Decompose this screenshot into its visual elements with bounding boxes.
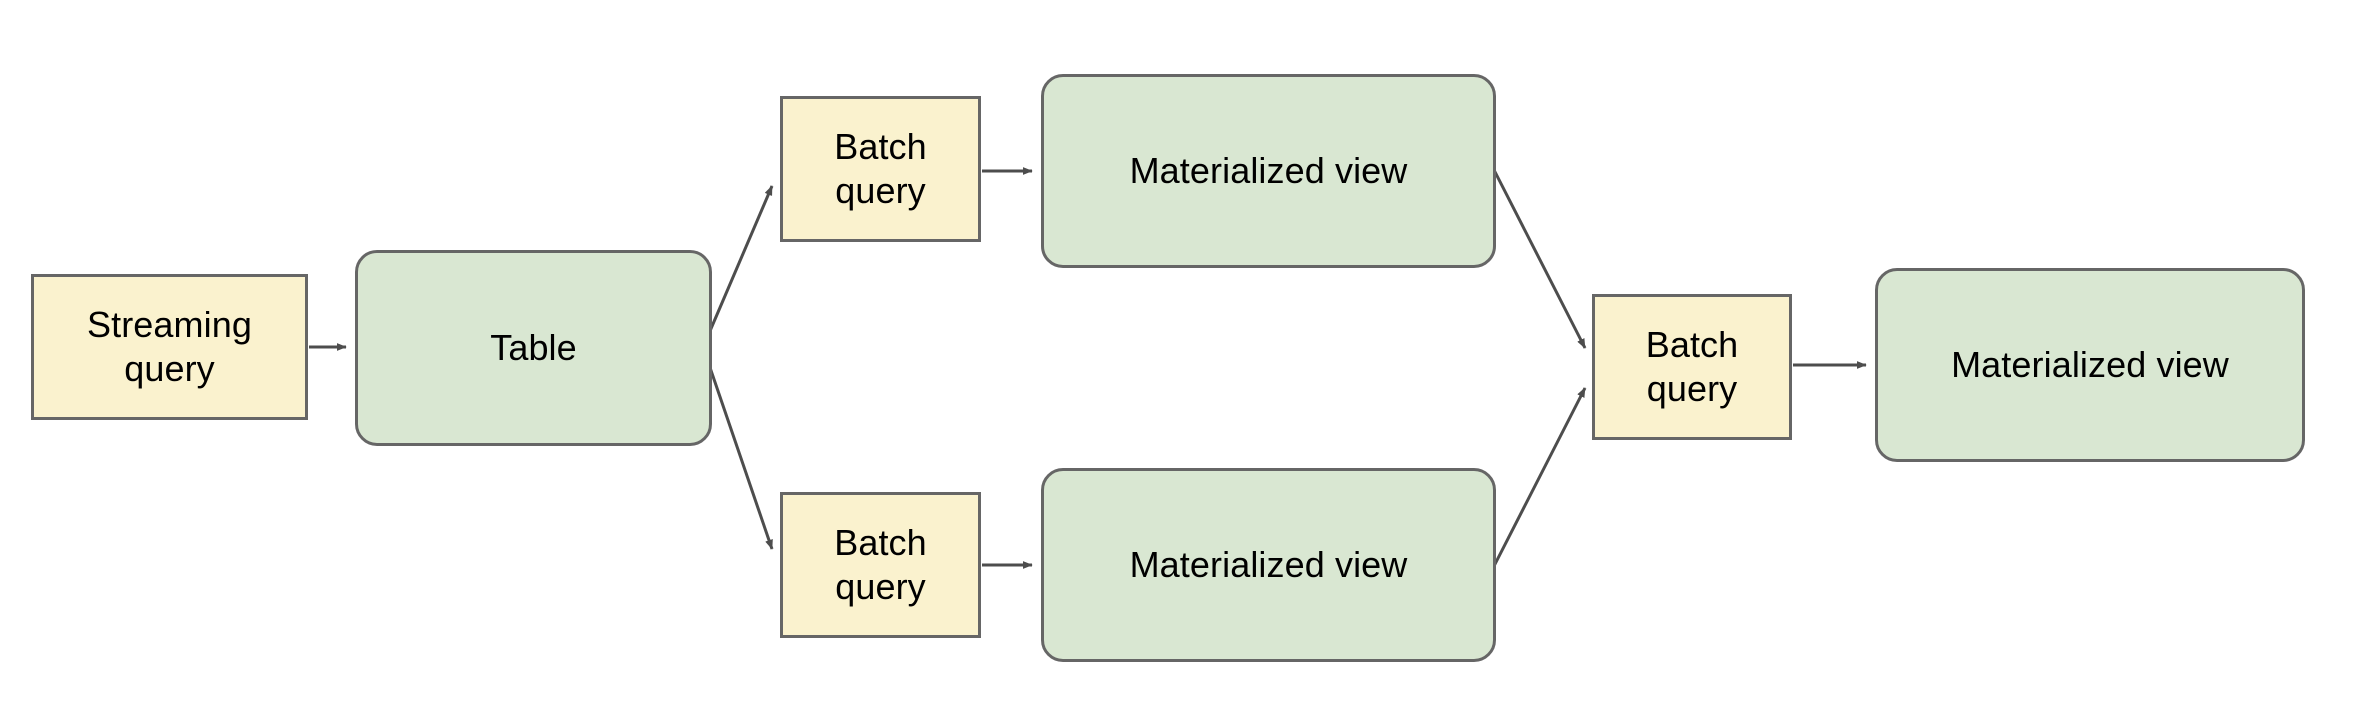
node-batch-query-merge[interactable]: Batch query [1592, 294, 1792, 440]
node-materialized-view-final[interactable]: Materialized view [1875, 268, 2305, 462]
node-materialized-view-bottom[interactable]: Materialized view [1041, 468, 1496, 662]
node-materialized-view-final-label: Materialized view [1951, 344, 2229, 386]
node-batch-query-bottom[interactable]: Batch query [780, 492, 981, 638]
node-materialized-view-bottom-label: Materialized view [1129, 544, 1408, 586]
node-batch-query-top-label: Batch query [834, 126, 927, 211]
node-batch-query-bottom-label: Batch query [834, 522, 927, 607]
node-materialized-view-top[interactable]: Materialized view [1041, 74, 1496, 268]
node-streaming-query-label: Streaming query [87, 304, 252, 389]
node-batch-query-top[interactable]: Batch query [780, 96, 981, 242]
edge-table-to-batch-bottom [702, 349, 774, 550]
node-batch-query-merge-label: Batch query [1645, 324, 1739, 409]
node-streaming-query[interactable]: Streaming query [31, 274, 308, 420]
edge-mv-top-to-batch-merge [1490, 165, 1587, 349]
node-materialized-view-top-label: Materialized view [1129, 150, 1408, 192]
node-table-label: Table [490, 327, 577, 369]
edge-table-to-batch-top [702, 185, 774, 346]
edge-mv-bottom-to-batch-merge [1490, 387, 1587, 571]
node-table[interactable]: Table [355, 250, 712, 446]
